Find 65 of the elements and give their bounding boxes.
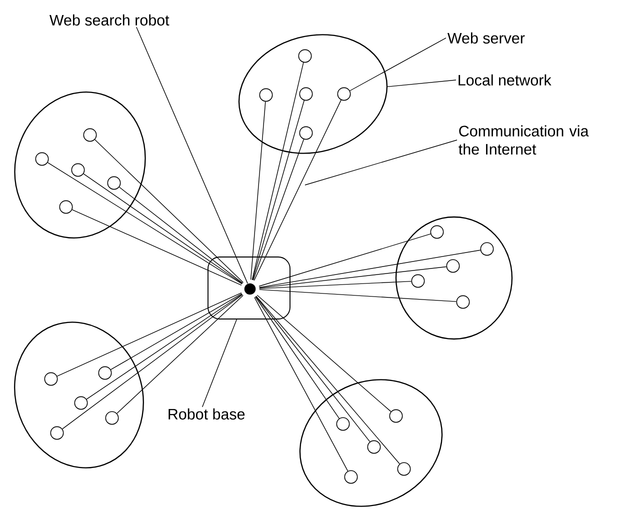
server-circle: [298, 49, 312, 63]
label-text: Web search robot: [49, 14, 170, 26]
connection-line: [83, 173, 243, 284]
server-circle: [389, 409, 403, 423]
connection-line: [259, 289, 457, 302]
connection-line: [62, 294, 243, 430]
connection-line: [255, 296, 340, 419]
server-circle: [74, 396, 88, 410]
server-circle: [299, 126, 313, 140]
label-text: Local network: [458, 74, 552, 86]
server-circle: [105, 411, 119, 425]
connection-line: [94, 139, 244, 283]
network-ellipse: [14, 92, 146, 238]
connection-line: [47, 162, 242, 284]
connection-line: [258, 234, 431, 287]
connection-line: [56, 292, 242, 377]
connection-line: [255, 296, 370, 442]
connection-line: [86, 294, 243, 400]
network-ellipse: [14, 322, 144, 468]
connection-line: [118, 186, 243, 284]
robot-dot: [244, 283, 256, 295]
connection-line: [116, 295, 244, 414]
connection-line: [254, 296, 348, 472]
server-circle: [456, 295, 470, 309]
server-circle: [71, 163, 85, 177]
server-circle: [83, 128, 97, 142]
server-circle: [44, 372, 58, 386]
connection-line: [250, 101, 266, 280]
connection-line: [259, 266, 447, 288]
label-text: Communication via the Internet: [458, 125, 589, 155]
leader-line: [136, 26, 248, 284]
label-text: Robot base: [168, 408, 245, 420]
server-circle: [480, 242, 494, 256]
leader-line: [304, 140, 458, 186]
server-circle: [430, 225, 444, 239]
connection-line: [252, 138, 304, 280]
server-circle: [337, 87, 351, 101]
server-circle: [299, 87, 313, 101]
server-circle: [259, 88, 273, 102]
connection-line: [259, 280, 412, 289]
leader-line: [202, 319, 238, 408]
server-circle: [59, 200, 73, 214]
server-circle: [397, 462, 411, 476]
server-circle: [50, 426, 64, 440]
server-circle: [446, 259, 460, 273]
server-circle: [35, 152, 49, 166]
connection-line: [252, 62, 304, 280]
connection-line: [258, 250, 481, 288]
connection-line: [256, 294, 392, 412]
server-circle: [367, 440, 381, 454]
server-circle: [98, 366, 112, 380]
connection-line: [252, 100, 304, 280]
connection-line: [256, 296, 400, 464]
connection-line: [72, 209, 242, 286]
leader-line: [350, 38, 446, 92]
connection-line: [110, 293, 242, 370]
leader-line: [387, 80, 456, 88]
server-circle: [411, 274, 425, 288]
server-circle: [344, 470, 358, 484]
base-box: [208, 256, 290, 320]
server-circle: [336, 417, 350, 431]
connection-line: [254, 100, 342, 281]
server-circle: [107, 176, 121, 190]
label-text: Web server: [447, 32, 525, 44]
network-ellipse: [395, 216, 513, 340]
